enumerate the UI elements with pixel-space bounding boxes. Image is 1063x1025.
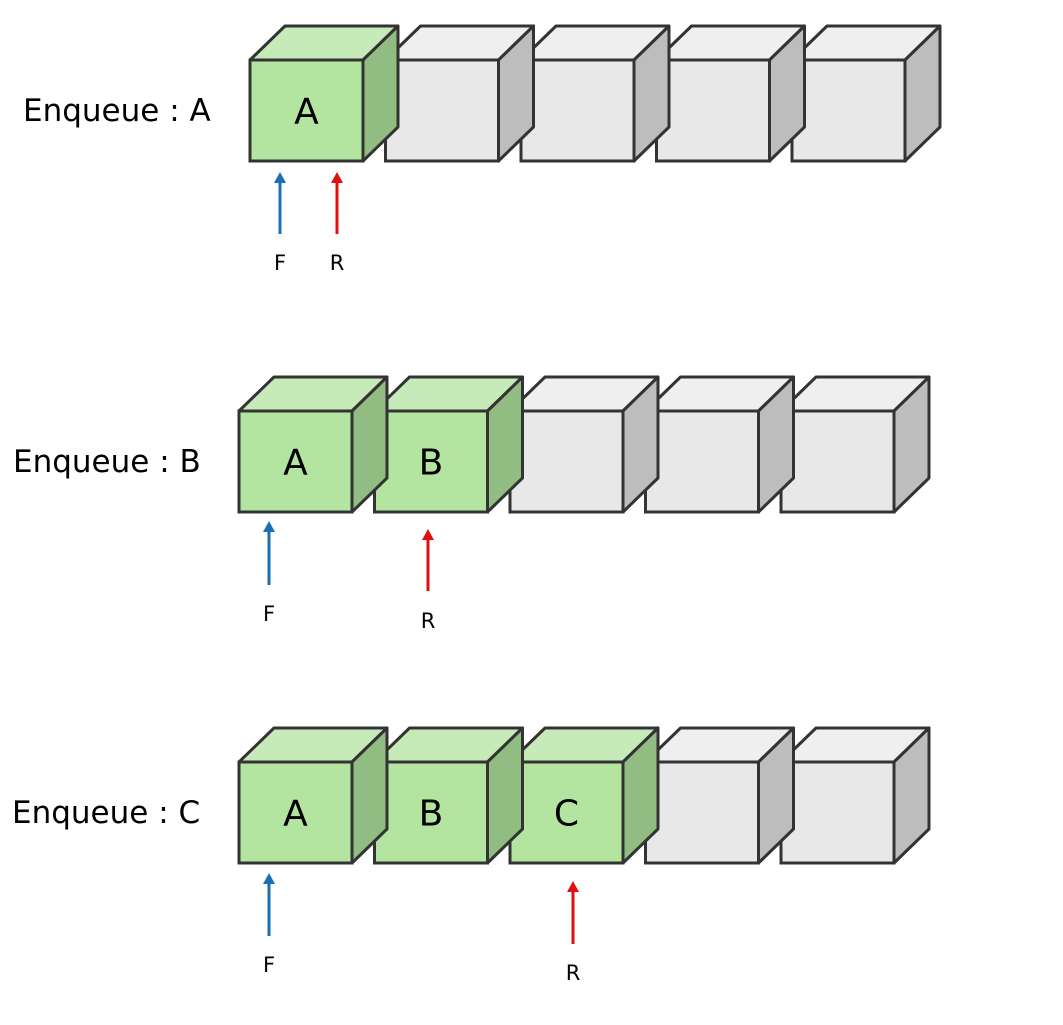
queue-row-1: Enqueue : A A F R <box>23 24 942 275</box>
queue-row-2: Enqueue : B B A F R <box>13 375 931 633</box>
queue-cell-filled: B <box>373 726 524 865</box>
cell-value: A <box>283 443 308 484</box>
rear-pointer-label: R <box>566 961 581 985</box>
queue-row-3: Enqueue : C C B A F R <box>12 726 931 985</box>
rear-pointer-arrow <box>331 172 343 234</box>
front-pointer-label: F <box>274 251 286 275</box>
cube-front-face <box>508 409 625 514</box>
front-pointer-arrow-head <box>263 521 275 532</box>
rear-pointer-arrow <box>422 529 434 591</box>
queue-cell-empty <box>644 375 795 514</box>
cube-front-face <box>790 58 907 163</box>
rear-pointer-label: R <box>421 609 436 633</box>
queue-cell-filled: A <box>237 375 389 514</box>
queue-cell-empty <box>655 24 806 163</box>
queue-cell-filled: B <box>373 375 524 514</box>
cube-front-face <box>373 760 489 865</box>
cell-value: C <box>554 794 579 835</box>
rear-pointer-arrow <box>567 881 579 944</box>
front-pointer-arrow-head <box>263 873 275 884</box>
front-pointer-arrow <box>274 172 286 234</box>
front-pointer-label: F <box>263 602 275 626</box>
cube-front-face <box>384 58 500 163</box>
front-pointer-arrow-head <box>274 172 286 183</box>
front-pointer-label: F <box>263 953 275 977</box>
row-label: Enqueue : C <box>12 795 200 831</box>
cube-front-face <box>779 409 896 514</box>
queue-cell-filled: C <box>508 726 660 865</box>
rear-pointer-arrow-head <box>567 881 579 892</box>
cube-front-face <box>644 760 760 865</box>
cell-value: B <box>419 794 444 835</box>
cube-front-face <box>644 409 760 514</box>
queue-cell-empty <box>508 375 660 514</box>
queue-cell-filled: A <box>248 24 400 163</box>
queue-cell-empty <box>384 24 535 163</box>
cell-value: A <box>294 92 319 133</box>
row-label: Enqueue : A <box>23 93 211 129</box>
row-label: Enqueue : B <box>13 444 201 480</box>
front-pointer-arrow <box>263 873 275 936</box>
queue-cell-empty <box>790 24 942 163</box>
queue-cell-empty <box>779 726 931 865</box>
front-pointer-arrow <box>263 521 275 585</box>
cube-front-face <box>508 760 625 865</box>
queue-cell-empty <box>779 375 931 514</box>
rear-pointer-label: R <box>330 251 345 275</box>
queue-cell-empty <box>519 24 671 163</box>
cell-value: B <box>419 443 444 484</box>
cube-front-face <box>248 58 365 163</box>
queue-cell-filled: A <box>237 726 389 865</box>
cube-front-face <box>237 409 354 514</box>
cell-value: A <box>283 794 308 835</box>
cube-front-face <box>237 760 354 865</box>
cube-front-face <box>519 58 636 163</box>
cube-front-face <box>655 58 771 163</box>
queue-cell-empty <box>644 726 795 865</box>
rear-pointer-arrow-head <box>422 529 434 540</box>
rear-pointer-arrow-head <box>331 172 343 183</box>
cube-front-face <box>779 760 896 865</box>
